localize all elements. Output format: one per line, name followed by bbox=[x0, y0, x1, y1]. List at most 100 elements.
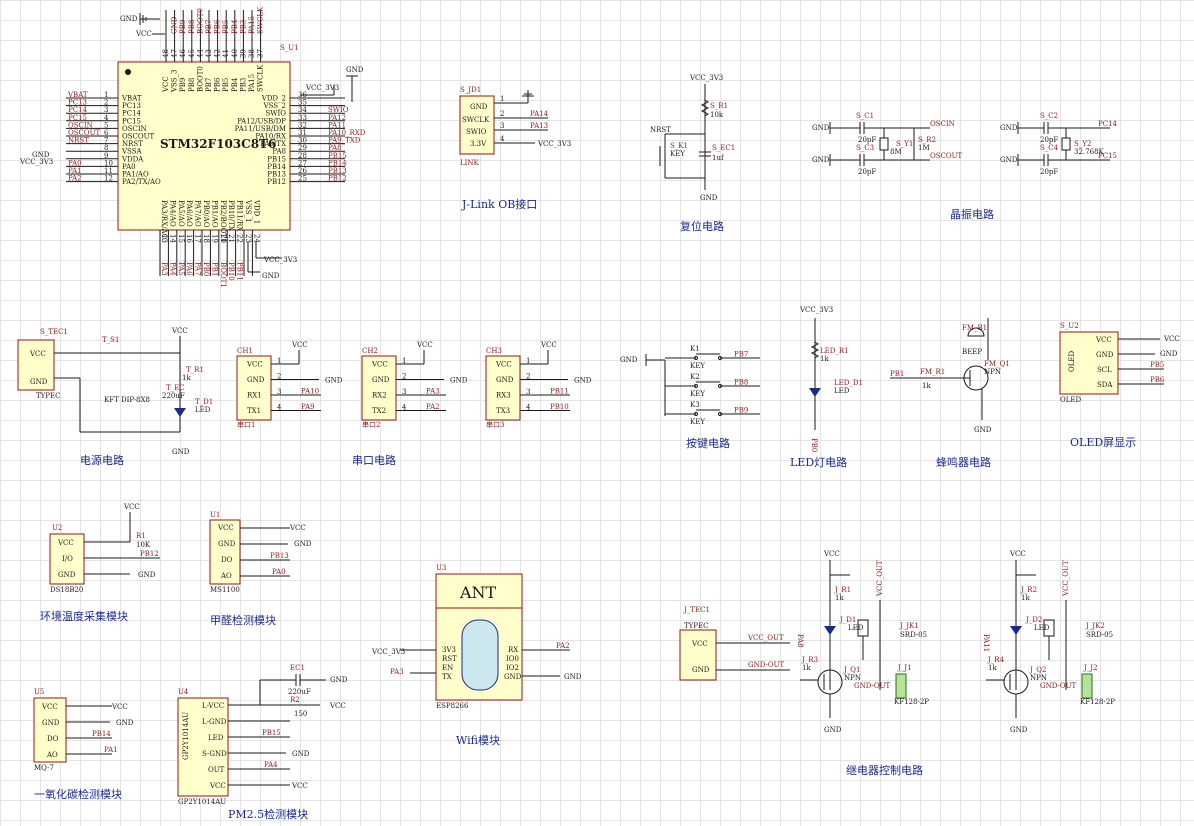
uart-net-signal: PB10 bbox=[550, 403, 569, 411]
pm25-c-ref: EC1 bbox=[290, 664, 305, 672]
mcu-right-pin-num: 31 bbox=[298, 129, 307, 137]
xtal-c4-val: 20pF bbox=[1040, 168, 1058, 176]
power-sw-ref: T_S1 bbox=[102, 336, 119, 344]
mcu-bottom-pin-net: PA4 bbox=[168, 262, 176, 276]
relay-led-icon bbox=[824, 626, 836, 635]
relay-net: PA11 bbox=[982, 634, 990, 652]
mcu-bottom-pin-num: 20 bbox=[219, 234, 227, 243]
caption-pm25: PM2.5检测模块 bbox=[228, 807, 308, 821]
esp-ref: U3 bbox=[436, 564, 446, 572]
mcu-left-pin-net: PA1 bbox=[68, 167, 82, 175]
mcu-right-pin-net: PA10_RXD bbox=[328, 129, 366, 137]
xtal-r2-val: 1M bbox=[918, 144, 930, 152]
mcu-left-pin-net: OSCOUT bbox=[68, 129, 101, 137]
uart-pin-name: VCC bbox=[371, 361, 388, 369]
xtal-gnd-3: GND bbox=[1000, 124, 1018, 132]
mcu-left-pin-net: PC13 bbox=[68, 99, 87, 107]
mcu-top-pin-net: PB5 bbox=[222, 20, 230, 34]
uart-pin-num: 2 bbox=[526, 373, 530, 381]
relay-j-val: KF128-2P bbox=[1080, 698, 1115, 706]
ms1100-pin-gnd: GND bbox=[218, 540, 236, 548]
relay-r1-val: 1k bbox=[1021, 594, 1030, 602]
mcu-top-pin-num: 44 bbox=[196, 49, 204, 58]
mcu-left-pin-name: OSCIN bbox=[122, 125, 147, 133]
oled-net-gnd: GND bbox=[1160, 350, 1178, 358]
mcu-right-pin-name: PA9/TX bbox=[260, 140, 286, 148]
jlink-net-vcc: VCC_3V3 bbox=[537, 140, 571, 148]
mcu-left-pin-num: 10 bbox=[104, 159, 113, 167]
mcu-bottom-pin-net: PB10 bbox=[227, 262, 235, 281]
mcu-left-pin-num: 11 bbox=[104, 167, 113, 175]
relay-vout: VCC_OUT bbox=[876, 560, 884, 597]
esp-pin-io2: IO2 bbox=[506, 664, 519, 672]
mq7-body bbox=[33, 697, 67, 763]
mcu-gnd-right: GND bbox=[346, 66, 364, 74]
uart-name: 串口3 bbox=[486, 421, 504, 429]
ms1100-foot: MS1100 bbox=[210, 586, 240, 594]
relay-pin-gnd: GND bbox=[692, 666, 710, 674]
led-r-ref: LED_R1 bbox=[820, 347, 849, 355]
mcu-top-pin-name: SWCLK bbox=[257, 64, 265, 92]
xtal-oscout: OSCOUT bbox=[930, 152, 963, 160]
ds18b20-vcc: VCC bbox=[123, 503, 140, 511]
relay-pin-vcc: VCC bbox=[691, 640, 708, 648]
xtal-pc14: PC14 bbox=[1098, 120, 1118, 128]
relay-channels: VCCJ_R11kJ_D1LEDVCC_OUTJ_JK1SRD-05PA8J_R… bbox=[796, 550, 1115, 734]
mcu-top-pin-name: VCC bbox=[162, 76, 170, 93]
led-icon bbox=[809, 388, 821, 397]
oled-body bbox=[1059, 331, 1119, 395]
reset-key-val: KEY bbox=[670, 150, 685, 158]
oled-pin-vcc: VCC bbox=[1095, 336, 1112, 344]
key-val: KEY bbox=[690, 390, 705, 398]
xtal-c1-val: 20pF bbox=[858, 136, 876, 144]
mcu-right-pin-name: VSS_2 bbox=[263, 102, 286, 110]
power-r-ref: T_R1 bbox=[186, 366, 204, 374]
uart-pin-num: 2 bbox=[402, 373, 406, 381]
ms1100-net-vcc: VCC bbox=[289, 524, 306, 532]
buzzer-gnd: GND bbox=[974, 426, 992, 434]
uart-net-signal: PA2 bbox=[426, 403, 440, 411]
pm25-r-ref: R2 bbox=[290, 696, 300, 704]
caption-wifi: Wifi模块 bbox=[456, 734, 500, 747]
uart-pin-num: 3 bbox=[402, 388, 406, 396]
relay-q-val: NPN bbox=[844, 674, 861, 682]
pm25-block: U4 GP2Y1014AU L-VCC L-GND LED S-GND OUT … bbox=[177, 664, 348, 821]
esp-foot: ESP8266 bbox=[436, 702, 469, 710]
uart-pin-num: 3 bbox=[277, 388, 281, 396]
caption-keys: 按键电路 bbox=[686, 436, 730, 450]
mcu-top-pin-name: PB5 bbox=[222, 78, 230, 92]
mcu-left-pin-num: 5 bbox=[104, 121, 108, 129]
relay-terminal bbox=[895, 673, 907, 699]
mcu-left-pin-name: VDDA bbox=[121, 155, 144, 163]
uart-pin-num: 1 bbox=[402, 357, 406, 365]
led-net: PB0 bbox=[810, 438, 818, 452]
uart-net-vcc: VCC bbox=[291, 341, 308, 349]
mcu-bottom-pin-name: PA5/AO bbox=[177, 200, 185, 227]
mcu-top-pin-name: PB3 bbox=[239, 78, 247, 92]
mcu-right-pin-num: 35 bbox=[298, 99, 307, 107]
uart-net-vcc: VCC bbox=[540, 341, 557, 349]
mcu-bottom-pin-name: PA3/RX/AO bbox=[160, 200, 168, 240]
mcu-left-pin-num: 1 bbox=[104, 91, 108, 99]
uart-net-gnd: GND bbox=[325, 377, 343, 385]
mcu-left-pin-num: 4 bbox=[104, 114, 109, 122]
buzzer-val: BEEP bbox=[962, 348, 982, 356]
ds18b20-ref: U2 bbox=[52, 524, 62, 532]
relay-gout: GND-OUT bbox=[1040, 682, 1076, 690]
uart-net-gnd: GND bbox=[574, 377, 592, 385]
mcu-top-pin-num: 46 bbox=[179, 49, 187, 58]
mcu-right-pin-net: PB12 bbox=[328, 175, 347, 183]
mcu-bottom-pin-net: PB11 bbox=[236, 262, 244, 281]
mcu-right-pin-name: PB15 bbox=[267, 155, 286, 163]
mcu-top-pin-name: PB4 bbox=[231, 77, 239, 92]
mq7-ref: U5 bbox=[34, 688, 44, 696]
mcu-bottom-gnd: GND bbox=[262, 272, 280, 280]
esp-pin-io0: IO0 bbox=[506, 655, 519, 663]
jlink-pin-swclk: SWCLK bbox=[462, 116, 490, 124]
mcu-left-pin-net: VBAT bbox=[67, 91, 88, 99]
crystal-block: GND S_C1 20pF GND S_C3 20pF S_Y1 8M S_R2… bbox=[812, 112, 1118, 221]
mcu-right-pin-name: PA10/RX bbox=[255, 133, 286, 141]
pm25-body bbox=[177, 697, 229, 797]
